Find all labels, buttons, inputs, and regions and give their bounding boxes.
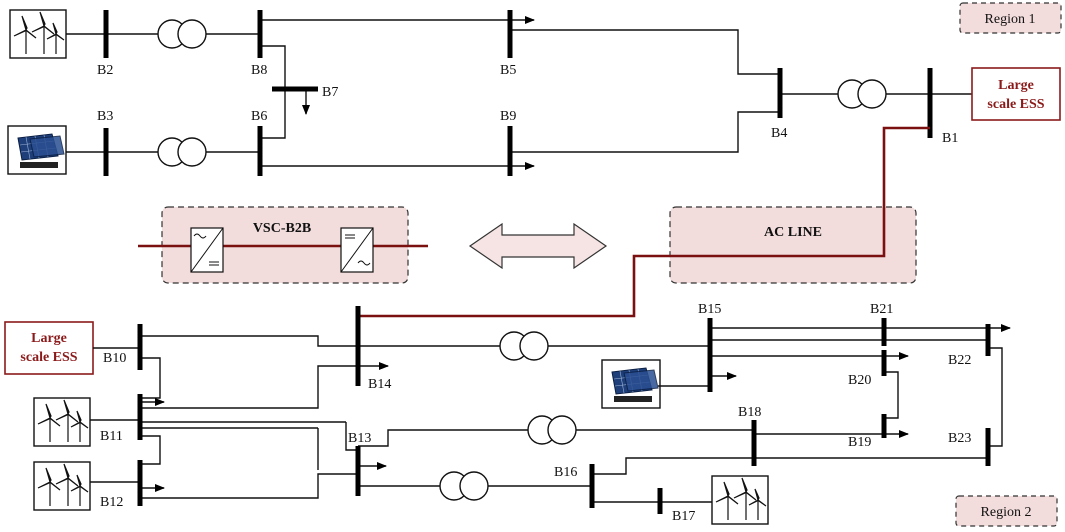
wind-turbine-icon (33, 461, 91, 511)
large-scale-ess-left: Large scale ESS (4, 321, 94, 375)
converter-icon (340, 227, 374, 273)
region-2-label: Region 2 (955, 495, 1058, 527)
wind-turbine-icon (9, 9, 67, 59)
bus-label-b11: B11 (100, 429, 123, 444)
bus-label-b4: B4 (771, 126, 787, 141)
transformer-icon (837, 79, 887, 109)
double-arrow-icon (468, 222, 608, 270)
transformer-icon (499, 331, 549, 361)
bus-label-b1: B1 (942, 131, 958, 146)
region-1-label: Region 1 (959, 2, 1062, 34)
wind-turbine-icon (711, 475, 769, 525)
bus-label-b20: B20 (848, 373, 871, 388)
svg-text:AC LINE: AC LINE (764, 225, 822, 240)
vsc-b2b-box: VSC-B2B (138, 206, 428, 284)
svg-text:Region 1: Region 1 (985, 12, 1036, 27)
svg-text:scale ESS: scale ESS (20, 350, 77, 365)
bus-label-b19: B19 (848, 435, 871, 450)
transformer-icon (439, 471, 489, 501)
bus-label-b5: B5 (500, 63, 516, 78)
bus-label-b21: B21 (870, 302, 893, 317)
transformer-icon (157, 19, 207, 49)
svg-text:scale ESS: scale ESS (987, 97, 1044, 112)
bus-label-b14: B14 (368, 377, 391, 392)
solar-panel-icon (7, 125, 67, 175)
bus-label-b13: B13 (348, 431, 371, 446)
bus-label-b16: B16 (554, 465, 577, 480)
bus-label-b8: B8 (251, 63, 267, 78)
wind-turbine-icon (33, 397, 91, 447)
bus-label-b7: B7 (322, 85, 338, 100)
bus-label-b3: B3 (97, 109, 113, 124)
bus-label-b9: B9 (500, 109, 516, 124)
svg-text:Large: Large (998, 78, 1034, 93)
bus-label-b18: B18 (738, 405, 761, 420)
ac-line-box: AC LINE (669, 206, 917, 284)
bus-label-b10: B10 (103, 351, 126, 366)
region-1-network: B2 B3 B8 B6 B7 B5 B9 B4 B1 (7, 9, 972, 176)
bus-label-b2: B2 (97, 63, 113, 78)
bus-label-b23: B23 (948, 431, 971, 446)
bus-label-b15: B15 (698, 302, 721, 317)
svg-text:Region 2: Region 2 (981, 505, 1032, 520)
svg-text:VSC-B2B: VSC-B2B (253, 221, 311, 236)
transformer-icon (157, 137, 207, 167)
bus-label-b6: B6 (251, 109, 267, 124)
svg-text:Large: Large (31, 331, 67, 346)
region-2-network: Large scale ESS (4, 302, 1011, 525)
large-scale-ess-top: Large scale ESS (971, 67, 1061, 121)
converter-icon (190, 227, 224, 273)
bus-label-b22: B22 (948, 353, 971, 368)
ac-tie-line (358, 126, 930, 318)
bus-label-b17: B17 (672, 509, 695, 524)
solar-panel-icon (601, 359, 661, 409)
bus-label-b12: B12 (100, 495, 123, 510)
transformer-icon (527, 415, 577, 445)
